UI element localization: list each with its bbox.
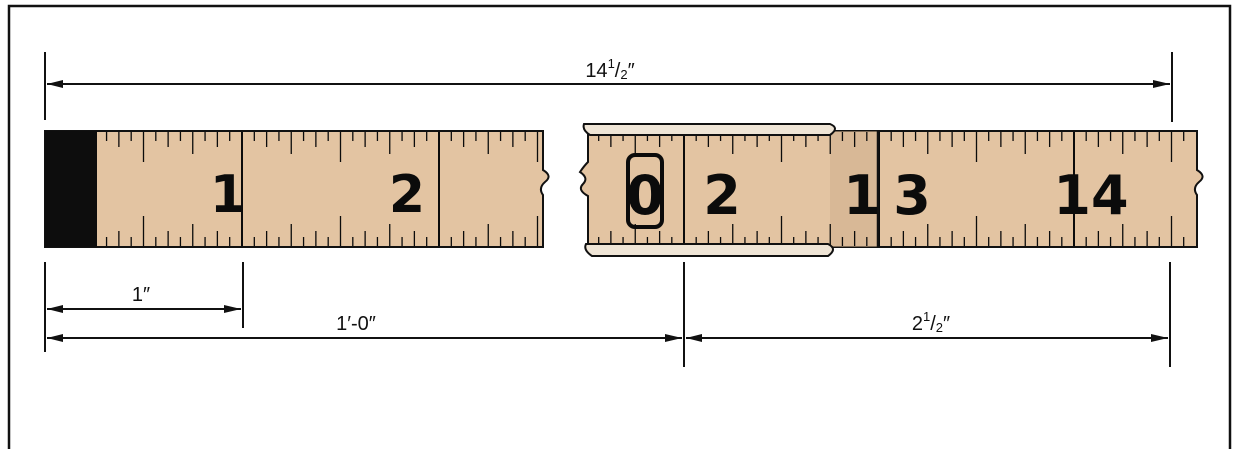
tape-right-numeral-3: 3 — [893, 164, 931, 227]
tape-right-body — [578, 130, 1204, 248]
dimension-label-remainder: 21/2″ — [912, 309, 950, 335]
tape-overlap-shade — [830, 131, 878, 247]
tape-clip-bottom — [584, 243, 834, 257]
dimension-label-total: 141/2″ — [585, 56, 634, 82]
tape-right-numeral-0: 0 — [626, 164, 664, 227]
dimension-label-total-slash: / — [615, 60, 621, 82]
diagram-frame — [7, 4, 1232, 449]
dimension-label-remainder-denominator: 2 — [936, 320, 943, 335]
tape-right: 0 2 1 3 14 — [578, 123, 1204, 257]
tape-zero-box — [626, 153, 664, 229]
dimension-label-remainder-whole: 2 — [912, 313, 923, 335]
dimension-label-remainder-unit: ″ — [943, 313, 950, 335]
tape-right-numeral-1: 1 — [843, 164, 881, 227]
tape-right-numeral-14: 14 — [1053, 164, 1128, 227]
tape-left-ticks — [105, 132, 539, 246]
tape-left-numeral-1: 1 — [210, 165, 246, 225]
tape-left-numeral-2: 2 — [389, 165, 425, 225]
dimension-label-total-unit: ″ — [628, 60, 635, 82]
dimension-label-one-foot: 1′-0″ — [336, 313, 376, 335]
dimension-label-total-numerator: 1 — [608, 56, 615, 71]
tape-left-body — [44, 130, 550, 248]
dimension-label-total-denominator: 2 — [620, 67, 627, 82]
tape-clip-top — [582, 123, 836, 136]
dimension-label-remainder-slash: / — [930, 313, 936, 335]
dimension-label-total-whole: 14 — [585, 60, 607, 82]
tape-end-hook — [45, 131, 97, 247]
tape-left: 1 2 — [44, 130, 550, 248]
dimension-label-one-inch: 1″ — [132, 284, 150, 306]
dimension-label-remainder-numerator: 1 — [923, 309, 930, 324]
tape-right-numeral-2: 2 — [703, 164, 741, 227]
